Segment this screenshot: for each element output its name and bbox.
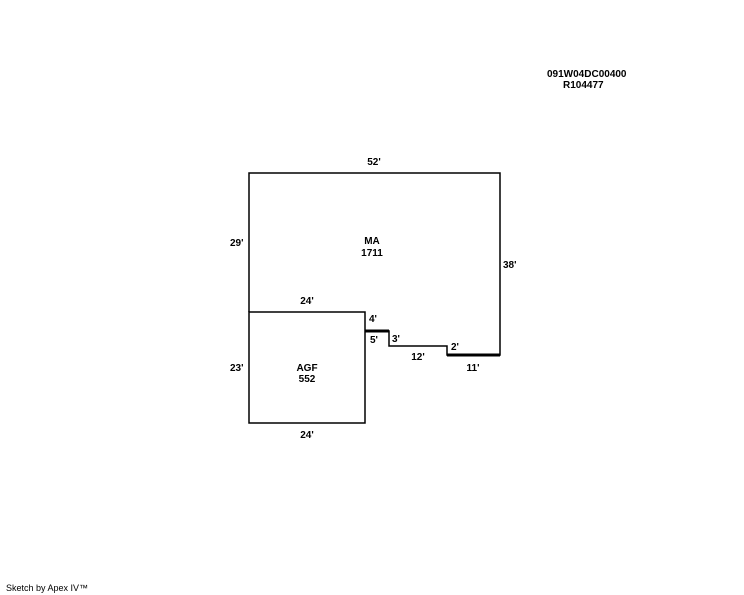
dim-agf-left: 23' — [230, 363, 244, 374]
parcel-number: 091W04DC00400 — [547, 69, 627, 80]
dim-left-upper: 29' — [230, 238, 244, 249]
record-number: R104477 — [563, 80, 604, 91]
ma-outline — [248, 172, 501, 356]
ma-code-label: MA — [364, 236, 380, 247]
dim-top: 52' — [367, 157, 381, 168]
dim-step-4: 4' — [369, 314, 377, 325]
ma-sqft-label: 1711 — [361, 248, 383, 259]
dim-right: 38' — [503, 260, 517, 271]
dim-step-2: 2' — [451, 342, 459, 353]
agf-code-label: AGF — [296, 363, 317, 374]
dim-step-5: 5' — [370, 335, 378, 346]
dim-step-11: 11' — [467, 363, 480, 374]
dim-step-12: 12' — [411, 352, 425, 363]
dim-agf-bottom: 24' — [300, 430, 314, 441]
dim-step-3: 3' — [392, 334, 400, 345]
dim-agf-top: 24' — [300, 296, 314, 307]
agf-sqft-label: 552 — [299, 374, 316, 385]
agf-outline — [248, 311, 366, 424]
sketch-credit: Sketch by Apex IV™ — [6, 583, 89, 593]
